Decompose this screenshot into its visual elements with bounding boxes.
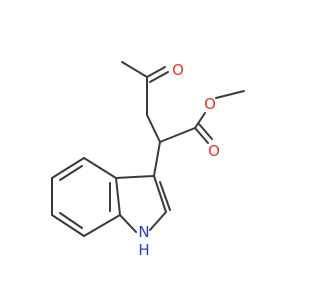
structure-diagram: O O O N H — [51, 61, 245, 259]
ester-oxygen-single-label: O — [204, 95, 216, 113]
bond-ketone-co-right — [149, 71, 169, 83]
bond-c7a-c3a — [115, 177, 121, 216]
bond-ch-indole-c3 — [153, 141, 161, 177]
bond-n-c7a — [119, 214, 137, 233]
bond-ester-co-b — [198, 123, 213, 140]
bond-ch-ester-carbon — [159, 127, 196, 143]
bond-ch2-ch — [146, 114, 161, 143]
bond-c6-c7 — [51, 214, 85, 237]
bond-ketone-co-left — [146, 66, 166, 78]
bond-c3-c2 — [153, 175, 167, 213]
bond-c3-c2-inner — [159, 181, 171, 211]
indole-nitrogen-label: N — [138, 223, 149, 241]
bond-o-methyl — [215, 90, 245, 99]
bond-c4-c5 — [51, 157, 85, 179]
ester-oxygen-double-label: O — [208, 142, 220, 160]
bond-ester-c-o-single — [194, 112, 206, 129]
ketone-oxygen-label: O — [172, 61, 184, 79]
bond-c2-n — [149, 211, 167, 231]
bond-c7-c7a — [83, 214, 121, 237]
bond-ester-co-a — [194, 127, 209, 144]
indole-hydrogen-label: H — [138, 241, 149, 259]
bond-methyl-carbonyl — [121, 61, 148, 78]
bond-c6-c7-inner — [59, 212, 83, 229]
bond-c4-c5-inner — [59, 165, 83, 181]
bond-c3a-c3 — [115, 175, 155, 179]
bond-c3a-c4 — [83, 157, 117, 179]
